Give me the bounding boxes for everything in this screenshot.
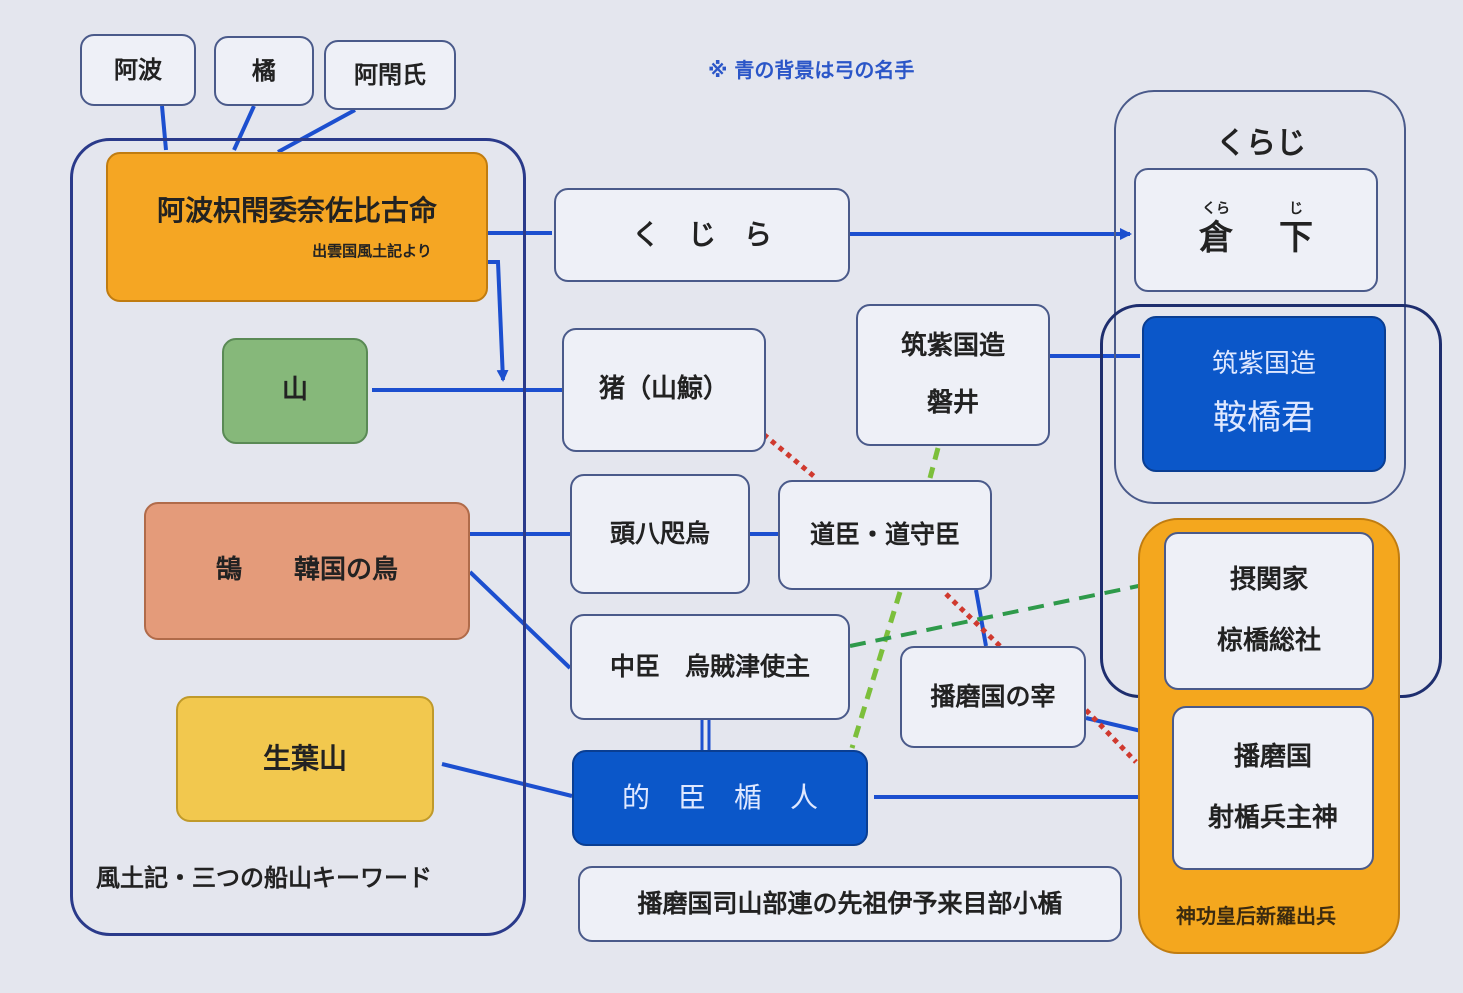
kuraji-title: くらじ bbox=[1216, 126, 1306, 161]
tsukushi-blue-line1: 筑紫国造 bbox=[1211, 349, 1316, 379]
clan-awa-label: 阿波 bbox=[114, 55, 162, 84]
inoshishi-label: 猪（山鯨） bbox=[598, 374, 729, 405]
clan-ahe: 阿閇氏 bbox=[324, 40, 456, 110]
jingu-caption: 神功皇后新羅出兵 bbox=[1176, 904, 1336, 928]
inoshishi-box: 猪（山鯨） bbox=[562, 328, 766, 452]
sekkan-line2: 椋橋総社 bbox=[1216, 626, 1321, 656]
tsukushi-iwai-line1: 筑紫国造 bbox=[900, 330, 1005, 361]
yama-label: 山 bbox=[281, 375, 308, 406]
kuraji-group bbox=[1114, 90, 1406, 504]
yama-box: 山 bbox=[222, 338, 368, 444]
bird-label: 鵠 韓国の鳥 bbox=[215, 555, 398, 586]
tsukushi-blue-box: 筑紫国造 鞍橋君 bbox=[1142, 316, 1386, 472]
tsukushi-iwai-line2: 磐井 bbox=[926, 388, 979, 418]
kujira-box: く じ ら bbox=[554, 188, 850, 282]
michiomi-label: 道臣・道守臣 bbox=[809, 520, 960, 549]
harima-line1: 播磨国 bbox=[1233, 741, 1312, 772]
tsukushi-iwai-box: 筑紫国造 磐井 bbox=[856, 304, 1050, 446]
ji-ruby: じ bbox=[1289, 201, 1303, 218]
clan-tachibana: 橘 bbox=[214, 36, 314, 106]
ji-kanji: 下 bbox=[1279, 218, 1313, 258]
main-deity-source: 出雲国風土記より bbox=[312, 241, 432, 260]
legend-note: ※ 青の背景は弓の名手 bbox=[708, 58, 915, 82]
ikuha-box: 生葉山 bbox=[176, 696, 434, 822]
clan-ahe-label: 阿閇氏 bbox=[354, 60, 426, 89]
main-deity-title: 阿波枳閇委奈佐比古命 bbox=[156, 194, 437, 228]
harima-line2: 射楯兵主神 bbox=[1207, 803, 1338, 833]
zuhatta-box: 頭八咫烏 bbox=[570, 474, 750, 594]
main-deity-box: 阿波枳閇委奈佐比古命 出雲国風土記より bbox=[106, 152, 488, 302]
ikuha-label: 生葉山 bbox=[262, 742, 347, 776]
michiomi-box: 道臣・道守臣 bbox=[778, 480, 992, 590]
sekkan-box: 摂関家 椋橋総社 bbox=[1164, 532, 1374, 690]
kura-ruby: くら bbox=[1202, 201, 1230, 218]
sekkan-line1: 摂関家 bbox=[1229, 564, 1308, 595]
mato-label: 的 臣 楯 人 bbox=[621, 781, 818, 815]
harima-mikotomochi-box: 播磨国の宰 bbox=[900, 646, 1086, 748]
clan-tachibana-label: 橘 bbox=[252, 56, 276, 85]
left-group-caption: 風土記・三つの船山キーワード bbox=[96, 864, 432, 892]
nakaomi-label: 中臣 烏賊津使主 bbox=[609, 652, 810, 681]
kura-box: くら 倉 じ 下 bbox=[1134, 168, 1378, 292]
bird-box: 鵠 韓国の鳥 bbox=[144, 502, 470, 640]
zuhatta-label: 頭八咫烏 bbox=[609, 519, 710, 548]
kura-kanji: 倉 bbox=[1199, 218, 1233, 258]
harima-box: 播磨国 射楯兵主神 bbox=[1172, 706, 1374, 870]
yamabe-box: 播磨国司山部連の先祖伊予来目部小楯 bbox=[578, 866, 1122, 942]
left-group bbox=[70, 138, 526, 936]
nakaomi-box: 中臣 烏賊津使主 bbox=[570, 614, 850, 720]
clan-awa: 阿波 bbox=[80, 34, 196, 106]
kujira-label: く じ ら bbox=[631, 218, 772, 252]
yamabe-label: 播磨国司山部連の先祖伊予来目部小楯 bbox=[637, 889, 1063, 918]
harima-mikotomochi-label: 播磨国の宰 bbox=[930, 682, 1056, 711]
tsukushi-blue-line2: 鞍橋君 bbox=[1213, 398, 1315, 439]
mato-box: 的 臣 楯 人 bbox=[572, 750, 868, 846]
